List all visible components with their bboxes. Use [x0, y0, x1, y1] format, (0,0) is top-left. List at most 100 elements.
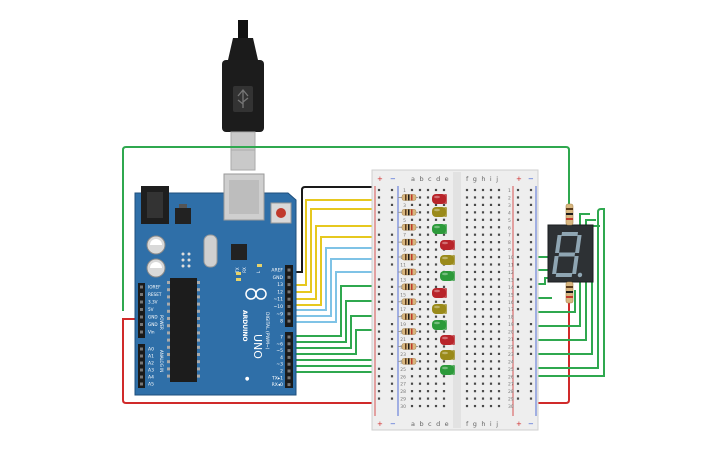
breadboard-hole	[465, 285, 469, 288]
led-highlight	[434, 195, 440, 199]
usb-connector-metal	[230, 131, 256, 171]
breadboard-hole	[473, 397, 477, 400]
breadboard-hole	[473, 278, 477, 281]
digital-header-top	[285, 265, 293, 327]
breadboard-hole	[481, 226, 485, 229]
breadboard-hole	[481, 404, 485, 408]
led-yellow	[432, 304, 446, 314]
led-highlight	[442, 336, 448, 340]
row-number: 15	[508, 292, 514, 298]
rail-hole	[516, 300, 520, 303]
usb-icon	[237, 88, 249, 108]
row-number: 25	[400, 367, 406, 373]
rail-hole	[390, 367, 394, 370]
led-green	[440, 271, 454, 281]
breadboard-hole	[426, 300, 430, 303]
breadboard-hole	[473, 218, 477, 221]
row-number: 17	[400, 307, 406, 313]
rail-hole	[390, 203, 394, 206]
row-number: 8	[508, 240, 511, 246]
rail-hole	[516, 233, 520, 236]
segment-a	[561, 232, 578, 236]
breadboard-hole	[497, 300, 501, 303]
breadboard-hole	[473, 300, 477, 303]
digital-pin-hole	[287, 349, 291, 353]
wire-pin-7	[290, 271, 395, 323]
digital-pin-hole	[287, 319, 291, 323]
breadboard-hole	[426, 196, 430, 199]
breadboard-hole	[418, 285, 422, 288]
power-pin-hole	[140, 285, 143, 289]
digital-pin-hole	[287, 275, 291, 279]
infinity-icon-right	[255, 288, 267, 300]
breadboard-hole	[434, 404, 438, 408]
rail-minus-bottom-left: −	[390, 420, 396, 428]
breadboard-hole	[473, 360, 477, 363]
breadboard-hole	[442, 404, 446, 408]
led-yellow	[432, 207, 446, 217]
breadboard-hole	[434, 315, 438, 318]
breadboard-hole	[481, 248, 485, 251]
digital-pin-hole	[287, 383, 291, 387]
power-pin-hole	[140, 300, 143, 304]
resistor-band	[405, 313, 407, 320]
row-number: 24	[508, 359, 514, 365]
seven-segment-digit	[552, 232, 583, 278]
rail-hole	[390, 337, 394, 341]
breadboard-hole	[497, 360, 501, 363]
breadboard-hole	[426, 404, 430, 408]
rail-hole	[377, 241, 381, 244]
usb-socket-inner	[229, 180, 259, 214]
rail-hole	[529, 196, 533, 199]
rail-hole	[516, 196, 520, 199]
breadboard-hole	[465, 337, 469, 341]
breadboard-hole	[426, 352, 430, 355]
rail-hole	[390, 345, 394, 348]
breadboard-hole	[481, 278, 485, 281]
display-resistor-top-band3	[566, 218, 573, 220]
breadboard-hole	[434, 375, 438, 378]
led-highlight	[442, 351, 448, 355]
rail-plus-top-right: +	[516, 175, 522, 183]
breadboard-hole	[465, 330, 469, 333]
display-resistor-bottom-band2	[566, 291, 573, 293]
breadboard-hole	[410, 375, 414, 378]
led-rim	[452, 271, 455, 281]
breadboard-hole	[473, 345, 477, 348]
power-pin-label: IOREF	[148, 285, 161, 290]
resistor-band	[405, 209, 407, 216]
breadboard-hole	[481, 367, 485, 370]
breadboard-hole	[481, 330, 485, 333]
wires	[122, 146, 605, 404]
digital-pin-hole	[287, 297, 291, 301]
breadboard-hole	[426, 285, 430, 288]
breadboard-hole	[489, 330, 493, 333]
analog-pin-label: A3	[148, 368, 154, 374]
rail-hole	[529, 382, 533, 385]
breadboard-hole	[434, 337, 438, 341]
rail-hole	[377, 203, 381, 206]
breadboard-hole	[426, 218, 430, 221]
breadboard-hole	[465, 226, 469, 229]
reset-button-cap[interactable]	[276, 208, 286, 218]
breadboard-hole	[489, 367, 493, 370]
row-number: 23	[508, 352, 514, 358]
breadboard-hole	[418, 397, 422, 400]
rail-hole	[377, 345, 381, 348]
power-jack-inner	[147, 192, 163, 218]
wire-pin-10	[290, 236, 395, 306]
analog-header-holes	[140, 347, 143, 386]
usb-cable	[222, 20, 264, 171]
rail-minus-top-left: −	[390, 175, 396, 183]
row-number: 29	[508, 397, 514, 403]
led-red	[440, 240, 454, 250]
led-highlight	[442, 241, 448, 245]
breadboard-hole	[426, 211, 430, 214]
rail-hole	[516, 308, 520, 311]
led-rim	[444, 288, 447, 298]
rail-hole	[377, 330, 381, 333]
breadboard-hole	[418, 308, 422, 311]
wire-pin-6	[290, 285, 395, 337]
breadboard-hole	[465, 382, 469, 385]
breadboard-hole	[465, 300, 469, 303]
